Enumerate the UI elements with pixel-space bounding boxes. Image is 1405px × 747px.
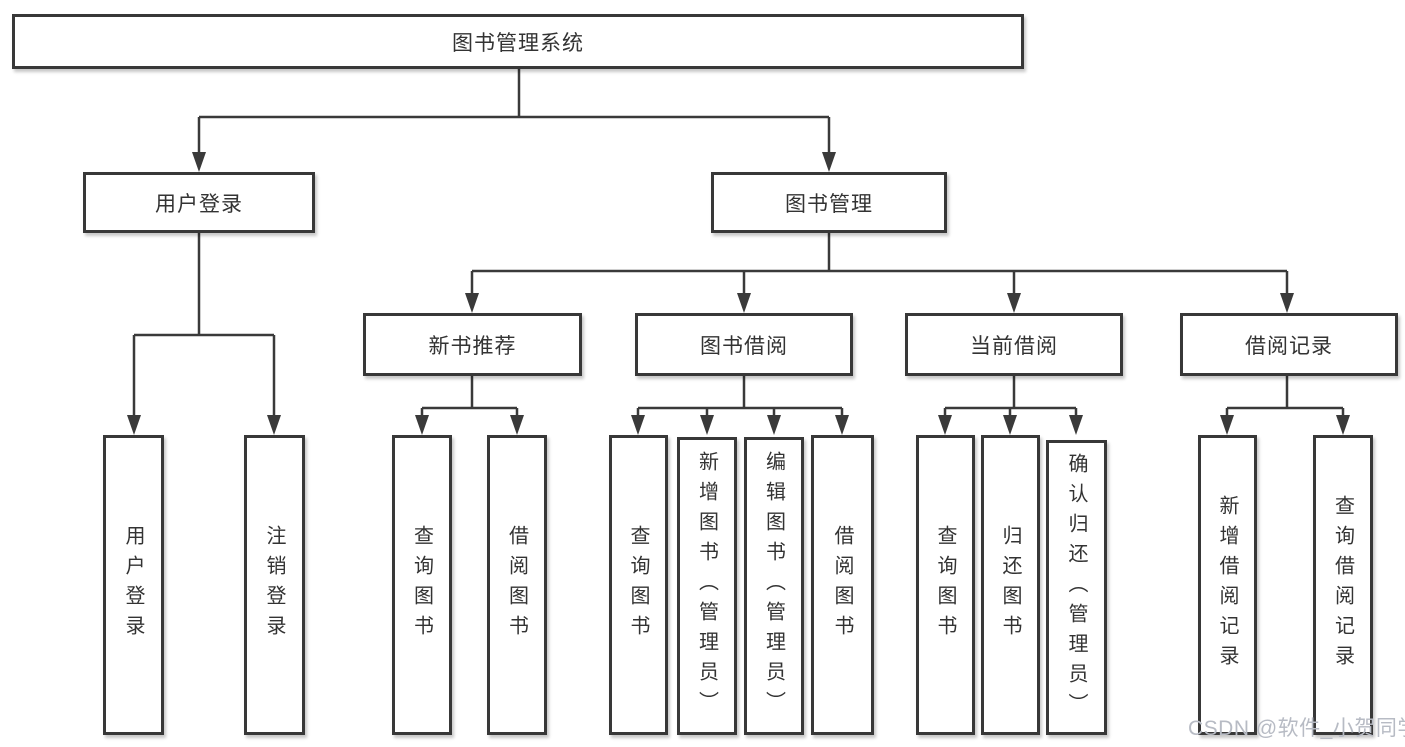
node-book-borrowing: 图书借阅	[635, 313, 853, 376]
node-new-book-recommend-label: 新书推荐	[428, 334, 517, 358]
leaf-edit-book-admin-label: 编辑图书（管理员）	[762, 451, 785, 721]
leaf-query-books-borrowing: 查询图书	[609, 435, 668, 735]
leaf-borrow-books-recommend: 借阅图书	[487, 435, 547, 735]
node-root: 图书管理系统	[12, 14, 1024, 69]
csdn-watermark: CSDN @软件_小贺同学	[1188, 717, 1405, 740]
leaf-add-borrow-record: 新增借阅记录	[1198, 435, 1257, 735]
node-book-management: 图书管理	[711, 172, 947, 233]
leaf-edit-book-admin: 编辑图书（管理员）	[744, 437, 804, 735]
leaf-borrow-books-recommend-label: 借阅图书	[505, 525, 528, 645]
leaf-user-login: 用户登录	[103, 435, 164, 735]
leaf-add-borrow-record-label: 新增借阅记录	[1216, 495, 1238, 675]
leaf-query-books-recommend-label: 查询图书	[410, 525, 433, 645]
node-borrowing-records: 借阅记录	[1180, 313, 1398, 376]
node-root-label: 图书管理系统	[452, 31, 584, 55]
leaf-confirm-return-admin: 确认归还（管理员）	[1046, 440, 1107, 735]
leaf-query-books-current: 查询图书	[916, 435, 975, 735]
leaf-logout-label: 注销登录	[263, 525, 285, 645]
leaf-query-books-recommend: 查询图书	[392, 435, 452, 735]
leaf-return-book: 归还图书	[981, 435, 1040, 735]
leaf-add-book-admin-label: 新增图书（管理员）	[695, 451, 718, 721]
node-new-book-recommend: 新书推荐	[363, 313, 582, 376]
leaf-query-books-borrowing-label: 查询图书	[627, 525, 649, 645]
node-book-management-label: 图书管理	[785, 192, 873, 216]
leaf-return-book-label: 归还图书	[999, 525, 1021, 645]
leaf-query-borrow-record: 查询借阅记录	[1313, 435, 1373, 735]
leaf-logout: 注销登录	[244, 435, 305, 735]
leaf-query-borrow-record-label: 查询借阅记录	[1331, 495, 1354, 675]
node-current-borrowing-label: 当前借阅	[970, 334, 1058, 358]
node-user-login-label: 用户登录	[155, 192, 243, 216]
leaf-add-book-admin: 新增图书（管理员）	[677, 437, 737, 735]
leaf-borrow-books-borrowing-label: 借阅图书	[831, 525, 853, 645]
leaf-confirm-return-admin-label: 确认归还（管理员）	[1065, 452, 1087, 723]
node-book-borrowing-label: 图书借阅	[700, 334, 788, 358]
node-borrowing-records-label: 借阅记录	[1245, 334, 1333, 358]
leaf-query-books-current-label: 查询图书	[934, 525, 956, 645]
node-current-borrowing: 当前借阅	[905, 313, 1123, 376]
leaf-borrow-books-borrowing: 借阅图书	[811, 435, 874, 735]
leaf-user-login-label: 用户登录	[122, 525, 144, 645]
arrowheads	[127, 152, 1350, 435]
node-user-login: 用户登录	[83, 172, 315, 233]
